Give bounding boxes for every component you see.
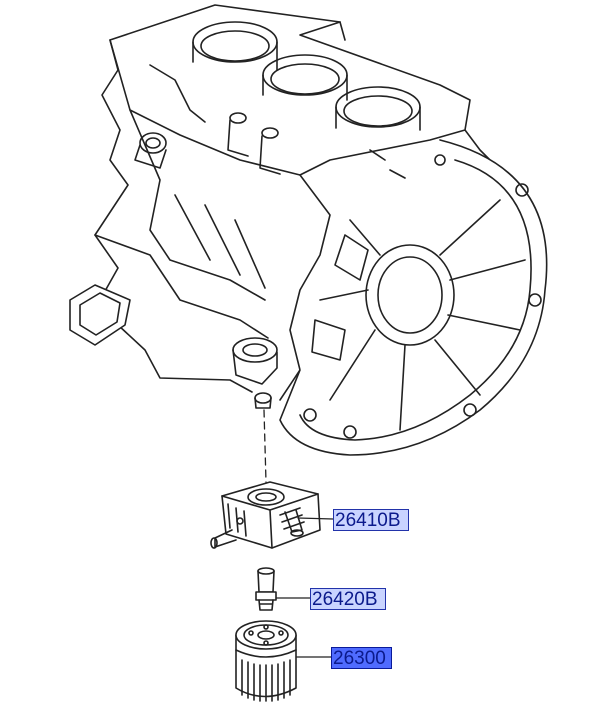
- oil-filter[interactable]: [235, 620, 297, 702]
- engine-block: [69, 4, 548, 456]
- oil-cooler-fitting[interactable]: [255, 567, 277, 611]
- oil-cooler[interactable]: [210, 481, 321, 549]
- assembly-centerline: [263, 409, 267, 483]
- leader-26410B: [297, 517, 334, 520]
- part-number-label-26420B[interactable]: 26420B: [310, 588, 386, 610]
- part-number-label-26300[interactable]: 26300: [331, 647, 392, 669]
- part-number-label-26410B[interactable]: 26410B: [333, 509, 409, 531]
